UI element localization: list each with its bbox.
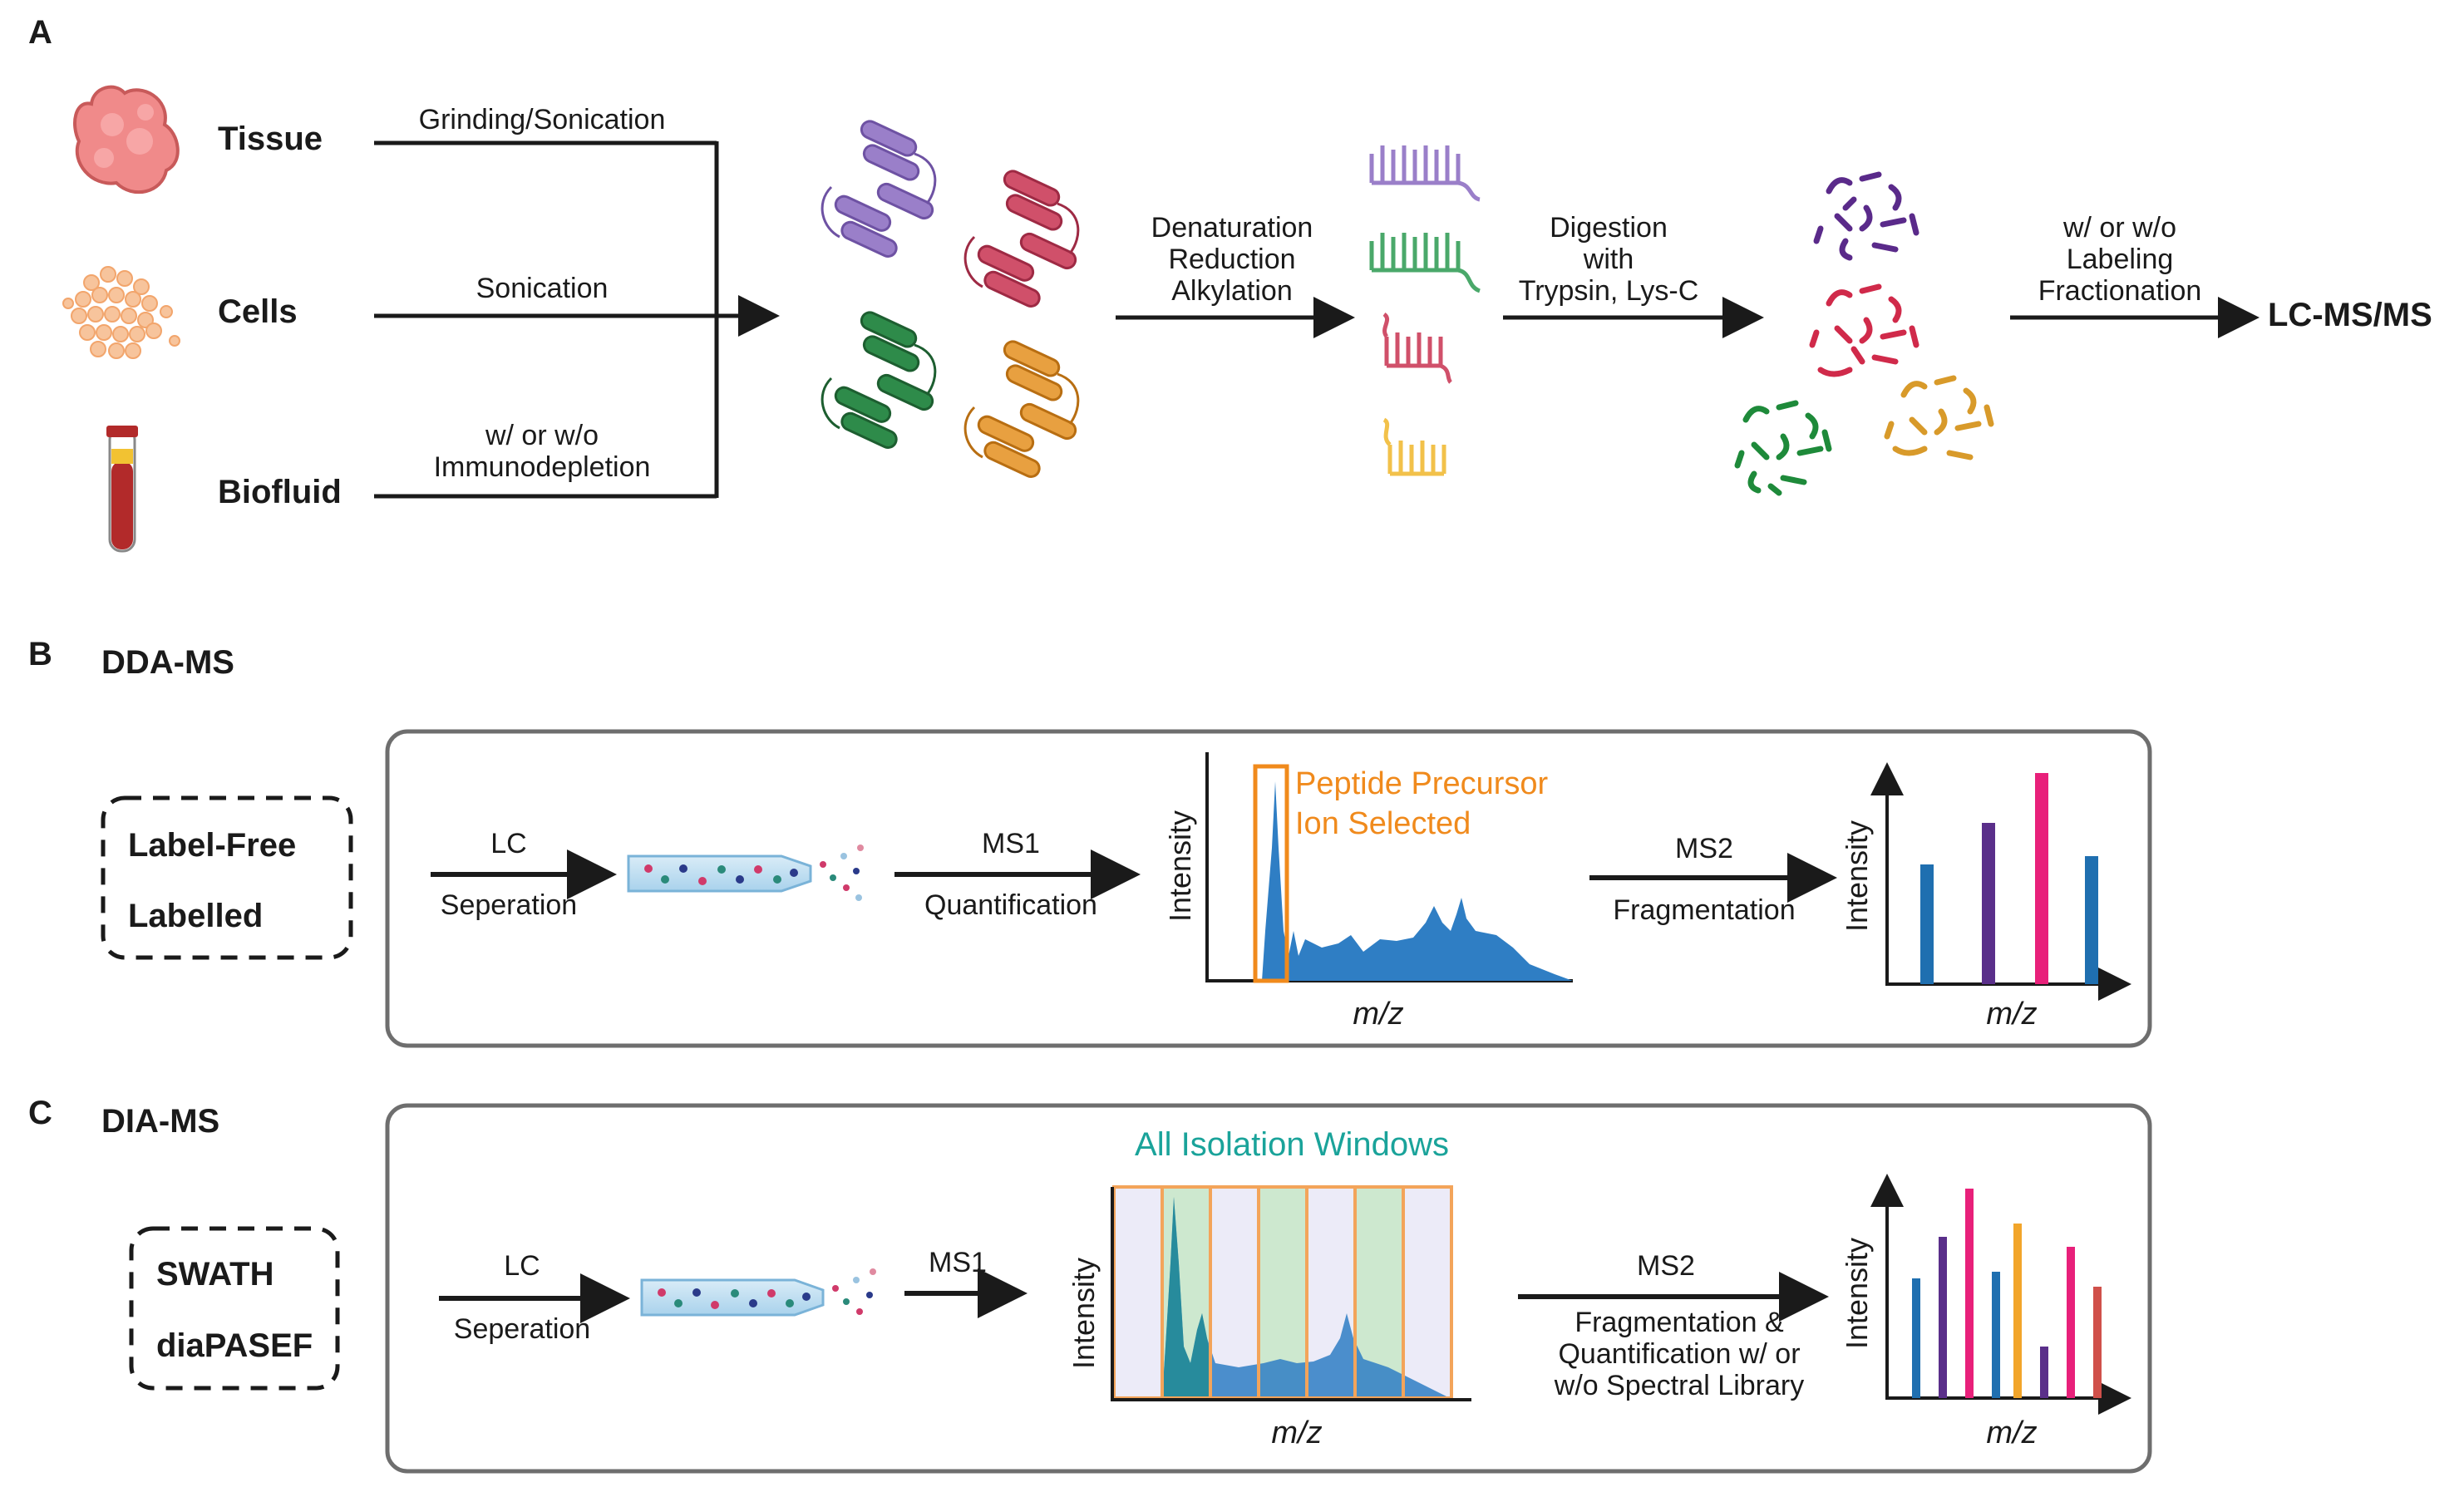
dia-ms2-bar-6 — [2040, 1347, 2048, 1398]
step-sonication-label: Sonication — [476, 273, 609, 304]
unfolded-protein-red-icon — [1382, 312, 1453, 384]
dda-ms2-bar-2 — [1982, 823, 1995, 984]
peptides-red-icon — [1809, 283, 1919, 377]
dda-ms1-y-label: Intensity — [1163, 810, 1197, 922]
step-immunodepletion-line2: Immunodepletion — [434, 451, 651, 483]
dia-lc-sub: Seperation — [454, 1313, 590, 1345]
dda-modes-box — [101, 795, 353, 960]
dia-ms2-sub-line2: Quantification w/ or — [1558, 1338, 1800, 1370]
dda-ms2-sub: Fragmentation — [1613, 894, 1795, 926]
denature-line3: Alkylation — [1171, 275, 1293, 307]
dia-ms2-y-label: Intensity — [1840, 1238, 1874, 1349]
panel-c-letter: C — [28, 1095, 52, 1131]
folded-protein-green-icon — [821, 311, 937, 449]
dia-ms2-bar-7 — [2067, 1247, 2075, 1398]
dda-ms2-bar-4 — [2085, 856, 2098, 984]
panel-c-title: DIA-MS — [101, 1103, 219, 1140]
dda-ms2-bar-1 — [1920, 864, 1934, 984]
dia-ms2-sub-line3: w/o Spectral Library — [1554, 1370, 1804, 1401]
folded-protein-red-icon — [963, 170, 1080, 308]
dda-ms1-label: MS1 — [982, 828, 1040, 859]
digest-line3: Trypsin, Lys-C — [1519, 275, 1699, 307]
panel-b-title: DDA-MS — [101, 644, 234, 681]
labeling-line3: Fractionation — [2038, 275, 2202, 307]
dda-ms1-sub: Quantification — [924, 889, 1097, 921]
dia-ms2-label: MS2 — [1637, 1250, 1695, 1282]
dda-ms2-y-label: Intensity — [1840, 820, 1874, 932]
dda-lc-sub: Seperation — [441, 889, 577, 921]
step-immunodepletion-line1: w/ or w/o — [485, 420, 599, 451]
dia-workflow-panel — [385, 1103, 2152, 1474]
dia-ms2-spectrum: Intensity m/z — [1840, 1174, 2131, 1450]
dda-lc-column-icon — [627, 844, 864, 901]
peptides-orange-icon — [1884, 375, 1994, 460]
peptides-green-icon — [1734, 400, 1832, 496]
dda-ms1-peaks — [1262, 781, 1573, 981]
step-grinding-label: Grinding/Sonication — [419, 104, 666, 135]
dda-ms2-spectrum: Intensity m/z — [1840, 762, 2131, 1032]
dda-workflow-panel — [385, 729, 2152, 1048]
source-tissue-label: Tissue — [218, 121, 323, 157]
denature-line2: Reduction — [1168, 244, 1295, 275]
dia-mode-diapasef: diaPASEF — [156, 1327, 313, 1364]
dia-ms1-x-label: m/z — [1271, 1416, 1322, 1450]
dia-ms2-bar-3 — [1965, 1189, 1974, 1398]
dda-lc-label: LC — [490, 828, 526, 859]
dda-ms2-bar-3 — [2035, 773, 2048, 984]
dia-windows-label: All Isolation Windows — [1135, 1126, 1449, 1163]
folded-protein-purple-icon — [821, 120, 937, 258]
labeling-line2: Labeling — [2067, 244, 2174, 275]
dia-ms2-bar-1 — [1912, 1278, 1920, 1398]
dia-ms1-label: MS1 — [929, 1247, 987, 1278]
panel-b-letter: B — [28, 636, 52, 672]
digest-line1: Digestion — [1550, 212, 1668, 244]
dda-mode-label-free: Label-Free — [128, 827, 296, 864]
dia-ms1-peak-highlight — [1162, 1197, 1210, 1398]
dia-ms2-bar-2 — [1939, 1237, 1947, 1398]
lcmsms-label: LC-MS/MS — [2268, 297, 2432, 333]
dia-ms2-bar-5 — [2013, 1224, 2022, 1398]
digest-line2: with — [1583, 244, 1634, 275]
dda-ms2-x-label: m/z — [1986, 997, 2037, 1032]
source-biofluid-label: Biofluid — [218, 474, 342, 510]
unfolded-protein-purple-icon — [1369, 145, 1481, 202]
dia-ms1-y-label: Intensity — [1067, 1258, 1101, 1369]
cells-icon — [62, 266, 180, 359]
dia-ms2-x-label: m/z — [1986, 1416, 2037, 1450]
folded-protein-orange-icon — [963, 340, 1080, 478]
denature-line1: Denaturation — [1151, 212, 1313, 244]
blood-tube-icon — [106, 426, 138, 553]
dia-ms2-bar-4 — [1992, 1272, 2000, 1398]
dia-modes-box — [129, 1226, 340, 1391]
panel-a-letter: A — [28, 14, 52, 51]
dia-lc-column-icon — [640, 1268, 876, 1317]
dda-ms2-label: MS2 — [1675, 833, 1733, 864]
dda-ms1-spectrum: Intensity m/z Peptide Precursor Ion Sele… — [1163, 752, 1573, 1032]
dda-mode-labelled: Labelled — [128, 898, 263, 934]
dia-ms2-sub-line1: Fragmentation & — [1574, 1307, 1784, 1338]
labeling-line1: w/ or w/o — [2062, 212, 2176, 244]
source-cells-label: Cells — [218, 293, 298, 330]
dda-precursor-selection-box — [1253, 764, 1289, 983]
unfolded-protein-green-icon — [1369, 233, 1481, 293]
dda-precursor-line1: Peptide Precursor — [1295, 766, 1548, 801]
dia-ms1-spectrum: All Isolation Windows Intensity m/z — [1067, 1126, 1471, 1450]
source-merge-connector — [374, 140, 780, 499]
peptides-purple-icon — [1813, 171, 1919, 261]
unfolded-protein-yellow-icon — [1382, 417, 1446, 476]
dia-ms2-bar-8 — [2093, 1287, 2102, 1398]
dia-mode-swath: SWATH — [156, 1256, 274, 1293]
tissue-icon — [73, 85, 180, 195]
dia-lc-label: LC — [504, 1250, 540, 1282]
dda-precursor-line2: Ion Selected — [1295, 806, 1471, 841]
dda-ms1-x-label: m/z — [1353, 997, 1403, 1032]
